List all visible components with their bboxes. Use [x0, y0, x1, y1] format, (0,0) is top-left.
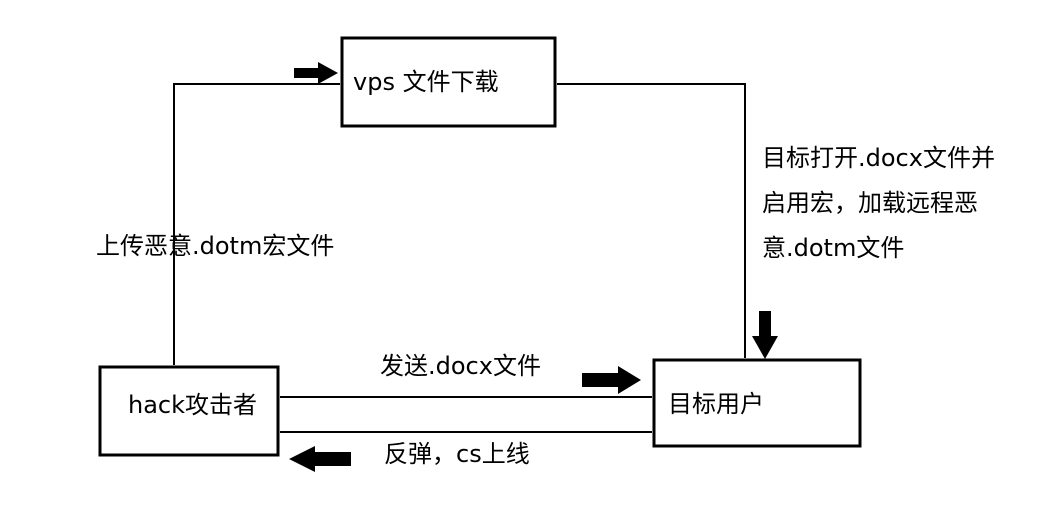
callback-edge-label: 反弹，cs上线 [384, 440, 530, 468]
send-arrow-icon [582, 366, 641, 394]
upload-edge-label: 上传恶意.dotm宏文件 [96, 232, 335, 260]
target-box [652, 358, 862, 448]
upload-connector [173, 83, 340, 365]
target-node-label: 目标用户 [668, 390, 764, 418]
vps-box [340, 36, 557, 128]
download-arrow-icon [752, 311, 778, 359]
upload-arrow-icon [294, 62, 338, 84]
attacker-box [98, 365, 280, 457]
open-edge-label: 目标打开.docx文件并 启用宏，加载远程恶 意.dotm文件 [762, 136, 995, 271]
vps-node-label: vps 文件下载 [353, 68, 499, 96]
attacker-node-label: hack攻击者 [128, 391, 258, 419]
send-edge-label: 发送.docx文件 [380, 352, 541, 380]
download-connector [557, 83, 746, 358]
callback-arrow-icon [289, 446, 351, 472]
open-edge-line-2: 启用宏，加载远程恶 [762, 189, 978, 217]
open-edge-line-1: 目标打开.docx文件并 [762, 144, 995, 172]
open-edge-line-3: 意.dotm文件 [762, 234, 905, 262]
